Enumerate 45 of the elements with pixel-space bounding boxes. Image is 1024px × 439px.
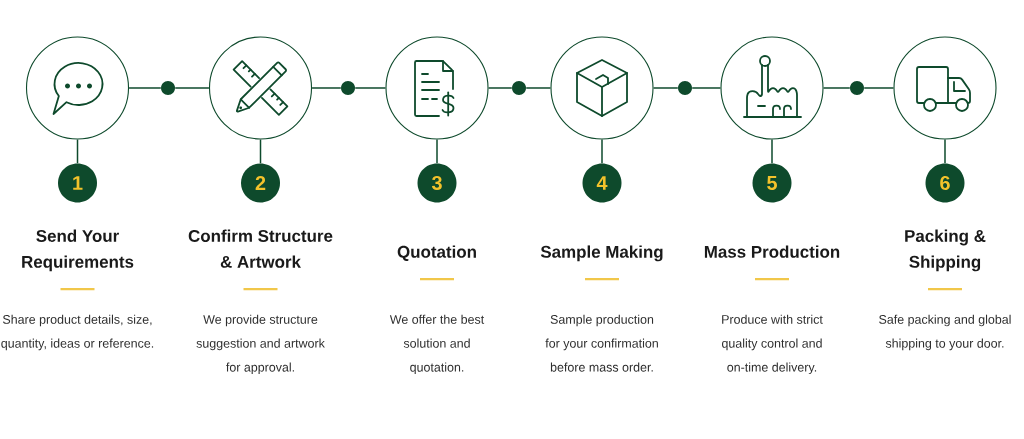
step-title: Packing & Shipping <box>905 229 986 272</box>
connector-line <box>525 87 552 89</box>
icon-circle <box>208 36 313 140</box>
connector-line <box>354 87 387 89</box>
step-title: Mass Production <box>704 245 840 258</box>
connector-line <box>691 87 722 89</box>
number-badge: 6 <box>925 163 965 203</box>
icon-circle <box>385 36 489 140</box>
step-title: Send Your Requirements <box>22 229 134 272</box>
number-badge: 2 <box>241 163 280 203</box>
connector-line <box>601 138 603 165</box>
step-description: Produce with strict quality control and on-time delivery. <box>722 314 823 375</box>
connector-line <box>822 87 851 89</box>
junction-dot <box>678 81 692 95</box>
icon-circle <box>893 36 997 140</box>
step-description: We provide structure suggestion and artwork for approval. <box>196 314 325 375</box>
connector-line <box>944 138 946 165</box>
connector-line <box>436 138 438 165</box>
icon-circle <box>550 36 654 140</box>
icon-circle <box>25 36 130 140</box>
connector-line <box>128 87 162 89</box>
step-description: Sample production for your confirmation before mass order. <box>545 314 658 372</box>
connector-line <box>771 138 773 165</box>
junction-dot <box>161 81 175 95</box>
step-description: Share product details, size, quantity, ideas or reference. <box>1 314 154 351</box>
connector-line <box>259 138 262 165</box>
step-title: Sample Making <box>540 245 663 262</box>
number-badge: 5 <box>752 163 792 203</box>
number-badge: 1 <box>58 163 97 203</box>
junction-dot <box>341 81 355 95</box>
number-badge: 4 <box>582 163 622 203</box>
step-title: Confirm Structure & Artwork <box>188 229 333 268</box>
junction-dot <box>850 81 864 95</box>
step-description: Safe packing and global shipping to your door. <box>879 314 1011 351</box>
icon-circle <box>720 36 824 140</box>
step-description: We offer the best solution and quotation. <box>389 314 485 375</box>
junction-dot <box>512 81 526 95</box>
number-badge: 3 <box>417 163 457 203</box>
connector-line <box>863 87 895 89</box>
connector-line <box>174 87 210 89</box>
connector-line <box>311 87 342 89</box>
connector-line <box>76 138 79 165</box>
connector-line <box>652 87 679 89</box>
step-title: Quotation <box>397 245 476 261</box>
connector-line <box>487 87 513 89</box>
